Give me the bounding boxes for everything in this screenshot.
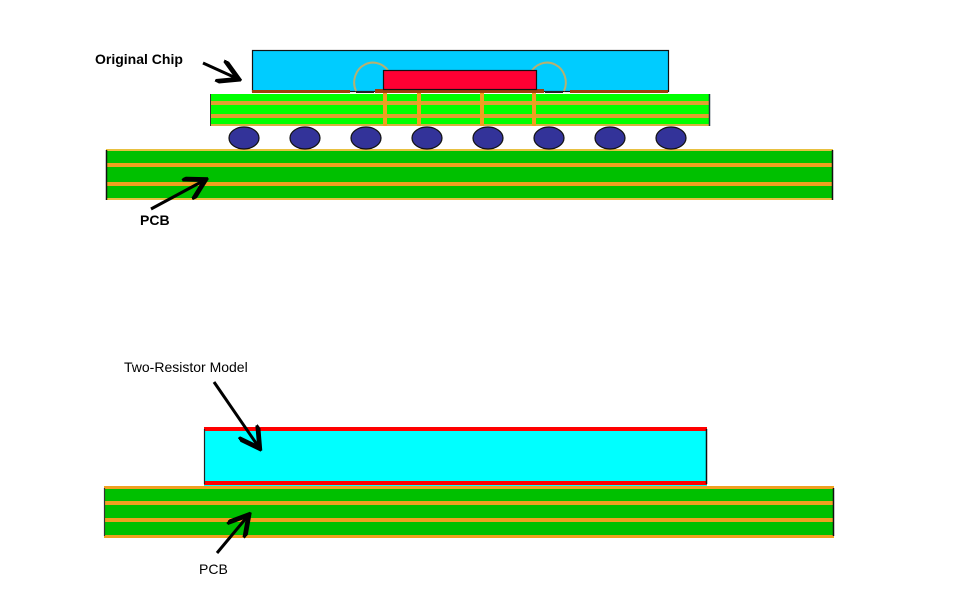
pcb-trace [104,518,834,522]
compact-model [203,427,708,486]
via [383,93,387,126]
solder-ball [411,126,443,150]
arrow-bottom-pcb [215,517,247,554]
arrow-two-resistor-model [212,381,258,446]
bond-pad-left [356,91,374,93]
solder-ball [228,126,260,150]
label-top-pcb: PCB [140,212,170,228]
via [480,93,484,126]
solder-ball [655,126,687,150]
mold-base-right [570,90,668,93]
wire-bond-right [529,61,567,92]
label-original-chip: Original Chip [95,51,183,67]
bond-pad-right [545,91,563,93]
bottom-pcb [103,486,835,538]
die [382,69,538,91]
model-body [204,427,707,486]
substrate-body [210,94,710,126]
two-resistor-assembly [103,427,835,538]
label-two-resistor-model: Two-Resistor Model [124,359,248,375]
pcb-body [104,486,834,537]
pcb-trace [106,182,833,186]
substrate [210,93,711,126]
solder-ball [533,126,565,150]
pcb-trace [106,198,833,200]
substrate-trace [210,114,710,118]
via [532,93,536,126]
top-pcb [105,149,834,200]
pcb-trace [106,149,833,151]
substrate-trace [210,101,710,105]
label-bottom-pcb: PCB [199,561,228,577]
solder-ball [289,126,321,150]
solder-balls [228,126,687,150]
original-chip-assembly [105,49,834,200]
resistor-bottom [204,481,707,485]
pcb-trace [104,535,834,538]
die-attach [375,89,544,93]
arrow-top-pcb [150,181,203,211]
resistor-top [204,427,707,431]
mold-base-left [252,90,350,93]
arrow-original-chip [202,63,236,78]
solder-ball [472,126,504,150]
pcb-body [106,150,833,199]
vias [383,93,536,126]
pcb-trace [104,501,834,505]
wire-bond-left [353,61,391,92]
pcb-trace [106,163,833,167]
via [417,93,421,126]
substrate-trace [210,124,710,126]
solder-ball [594,126,626,150]
solder-ball [350,126,382,150]
pcb-trace [104,486,834,489]
